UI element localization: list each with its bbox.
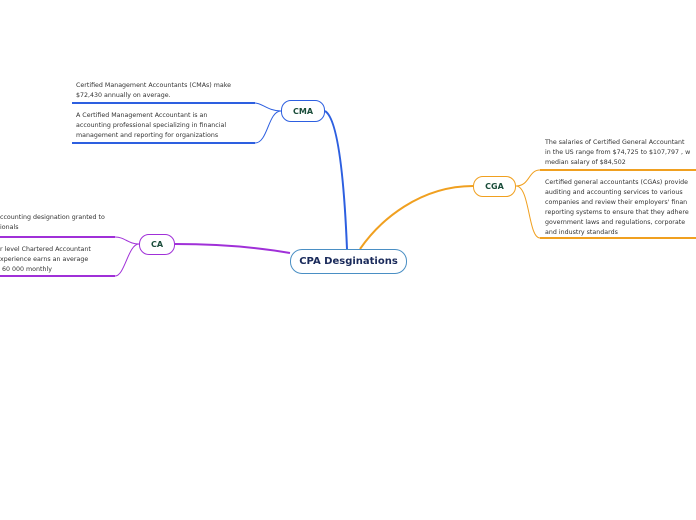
leaf-line: Certified general accountants (CGAs) pro…	[545, 179, 688, 186]
leaf-line: r level Chartered Accountant	[0, 246, 91, 253]
topic-cga[interactable]: CGA	[473, 176, 516, 197]
leaf-line: A Certified Management Accountant is an	[76, 112, 208, 119]
leaf-line: management and reporting for organizatio…	[76, 132, 219, 139]
leaf-line: $72,430 annually on average.	[76, 92, 171, 99]
topic-ca[interactable]: CA	[139, 234, 175, 255]
leaf-line: government laws and regulations, corpora…	[545, 219, 686, 226]
topic-cma-label: CMA	[292, 106, 314, 116]
leaf-line: ionals	[0, 224, 19, 231]
ca-leaf-designation[interactable]: ccounting designation granted to ionals	[0, 213, 105, 233]
leaf-line: 60 000 monthly	[0, 266, 52, 273]
ca-leaf-salary[interactable]: r level Chartered Accountant xperience e…	[0, 245, 91, 275]
topic-cga-label: CGA	[485, 182, 504, 191]
central-topic-label: CPA Desginations	[299, 256, 398, 267]
leaf-line: in the US range from $74,725 to $107,797…	[545, 149, 691, 156]
cga-leaf-salary[interactable]: The salaries of Certified General Accoun…	[545, 138, 690, 168]
leaf-line: reporting systems to ensure that they ad…	[545, 209, 689, 216]
topic-ca-label: CA	[150, 240, 164, 249]
leaf-line: The salaries of Certified General Accoun…	[545, 139, 685, 146]
cga-leaf-definition[interactable]: Certified general accountants (CGAs) pro…	[545, 178, 689, 238]
cma-leaf-definition[interactable]: A Certified Management Accountant is an …	[76, 111, 226, 141]
leaf-line: companies and review their employers' fi…	[545, 199, 688, 206]
leaf-line: and industry standards	[545, 229, 618, 236]
central-topic[interactable]: CPA Desginations	[290, 249, 407, 274]
leaf-line: auditing and accounting services to vari…	[545, 189, 683, 196]
leaf-line: median salary of $84,502	[545, 159, 626, 166]
leaf-line: xperience earns an average	[0, 256, 89, 263]
cma-leaf-salary[interactable]: Certified Management Accountants (CMAs) …	[76, 81, 231, 101]
leaf-line: ccounting designation granted to	[0, 214, 105, 221]
topic-cma[interactable]: CMA	[281, 100, 325, 122]
leaf-line: accounting professional specializing in …	[76, 122, 227, 129]
leaf-line: Certified Management Accountants (CMAs) …	[76, 82, 232, 89]
